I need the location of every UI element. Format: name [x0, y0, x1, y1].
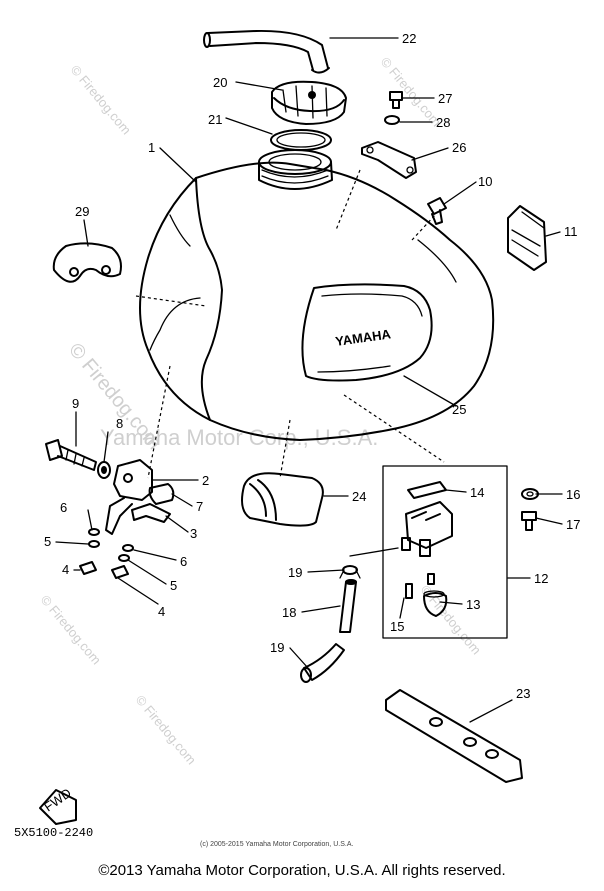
damper-29	[52, 242, 122, 283]
label-26: 26	[452, 140, 466, 155]
label-28: 28	[436, 115, 450, 130]
label-14: 14	[470, 485, 484, 500]
watermark-top-right: © Firedog.com	[378, 54, 444, 129]
hidden-line-bracket	[147, 365, 171, 479]
label-25: 25	[452, 402, 466, 417]
label-2: 2	[202, 473, 209, 488]
copyright-notice: ©2013 Yamaha Motor Corporation, U.S.A. A…	[98, 862, 506, 879]
watermark-top-left: © Firedog.com	[68, 62, 134, 137]
hose-leader	[349, 547, 399, 557]
hidden-line-29	[135, 295, 207, 307]
label-22: 22	[402, 31, 416, 46]
label-5-left: 5	[44, 534, 51, 549]
part-labels: 22 20 21 1 29 27 28 26 10 11 9 8 2 7 3 6…	[44, 31, 580, 701]
label-8: 8	[116, 416, 123, 431]
gasket-21	[270, 129, 332, 151]
label-1: 1	[148, 140, 155, 155]
hidden-line-cover	[279, 419, 291, 479]
washer-28	[384, 115, 400, 125]
label-20: 20	[213, 75, 227, 90]
hidden-line-cap	[335, 169, 361, 231]
label-11: 11	[564, 224, 578, 239]
hidden-line-cock	[343, 394, 445, 463]
fwd-arrow-icon: FWD	[39, 785, 77, 825]
label-19-upper: 19	[288, 565, 302, 580]
label-29: 29	[75, 204, 89, 219]
leader-lines	[55, 37, 563, 723]
breather-hose-22	[203, 29, 330, 74]
bolt-27	[389, 91, 403, 109]
label-12: 12	[534, 571, 548, 586]
hose-19-lower	[300, 643, 345, 683]
label-4-left: 4	[62, 562, 69, 577]
cover-24	[241, 472, 324, 527]
label-15: 15	[390, 619, 404, 634]
label-16: 16	[566, 487, 580, 502]
label-3: 3	[190, 526, 197, 541]
label-13: 13	[466, 597, 480, 612]
label-6-left: 6	[60, 500, 67, 515]
bolt-17	[521, 511, 537, 531]
label-19-lower: 19	[270, 640, 284, 655]
label-4-right: 4	[158, 604, 165, 619]
label-7: 7	[196, 499, 203, 514]
bracket-assembly	[45, 439, 175, 579]
bracket-26	[361, 141, 417, 179]
watermarks: © Firedog.com © Firedog.com © Firedog.co…	[38, 54, 484, 767]
watermark-left: © Firedog.com	[38, 592, 104, 667]
label-24: 24	[352, 489, 366, 504]
fuel-cap-20	[271, 80, 347, 125]
label-6-right: 6	[180, 554, 187, 569]
bolt-10	[427, 197, 447, 225]
label-27: 27	[438, 91, 452, 106]
label-10: 10	[478, 174, 492, 189]
watermark-bottom-left: © Firedog.com	[133, 692, 199, 767]
fuel-tank-1: YAMAHA	[139, 149, 495, 441]
label-21: 21	[208, 112, 222, 127]
fuel-cock-12	[382, 465, 508, 639]
emblem-11	[507, 205, 547, 271]
tank-logo: YAMAHA	[334, 326, 392, 349]
fine-print: (c) 2005-2015 Yamaha Motor Corporation, …	[200, 841, 353, 848]
label-17: 17	[566, 517, 580, 532]
plate-23	[385, 689, 523, 783]
label-18: 18	[282, 605, 296, 620]
clip-19-upper	[339, 565, 361, 579]
label-23: 23	[516, 686, 530, 701]
diagram-code: 5X5100-2240	[14, 826, 93, 840]
label-9: 9	[72, 396, 79, 411]
fuel-pipe-18	[339, 579, 357, 633]
fwd-label: FWD	[41, 785, 74, 814]
label-5-right: 5	[170, 578, 177, 593]
